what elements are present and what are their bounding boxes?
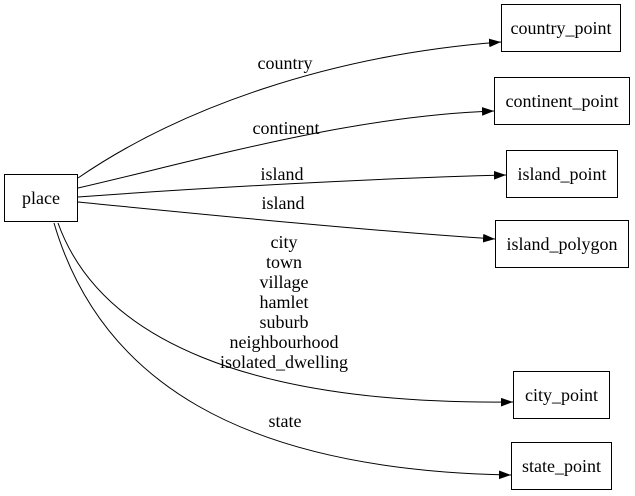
node-place: place — [4, 174, 78, 222]
node-island_polygon: island_polygon — [495, 220, 629, 268]
node-state_point: state_point — [511, 442, 612, 490]
edge-place-to-city_point — [57, 222, 514, 407]
edge-place-to-state_point — [53, 222, 512, 480]
node-continent_point: continent_point — [494, 77, 630, 125]
node-country_point: country_point — [501, 4, 621, 52]
edge-place-to-island_polygon — [77, 201, 496, 243]
node-island_point: island_point — [506, 150, 618, 198]
edge-label-country_point: country — [257, 53, 313, 73]
edge-label-continent_point: continent — [252, 118, 320, 138]
edge-label-city_point: city town village hamlet suburb neighbou… — [220, 232, 348, 372]
edge-place-to-island_point — [77, 170, 507, 198]
edge-label-island_polygon: island — [261, 193, 305, 213]
edge-label-state_point: state — [268, 411, 302, 431]
edge-place-to-continent_point — [77, 107, 495, 189]
edge-place-to-country_point — [77, 38, 502, 179]
node-city_point: city_point — [513, 371, 610, 419]
edge-label-island_point: island — [260, 164, 304, 184]
